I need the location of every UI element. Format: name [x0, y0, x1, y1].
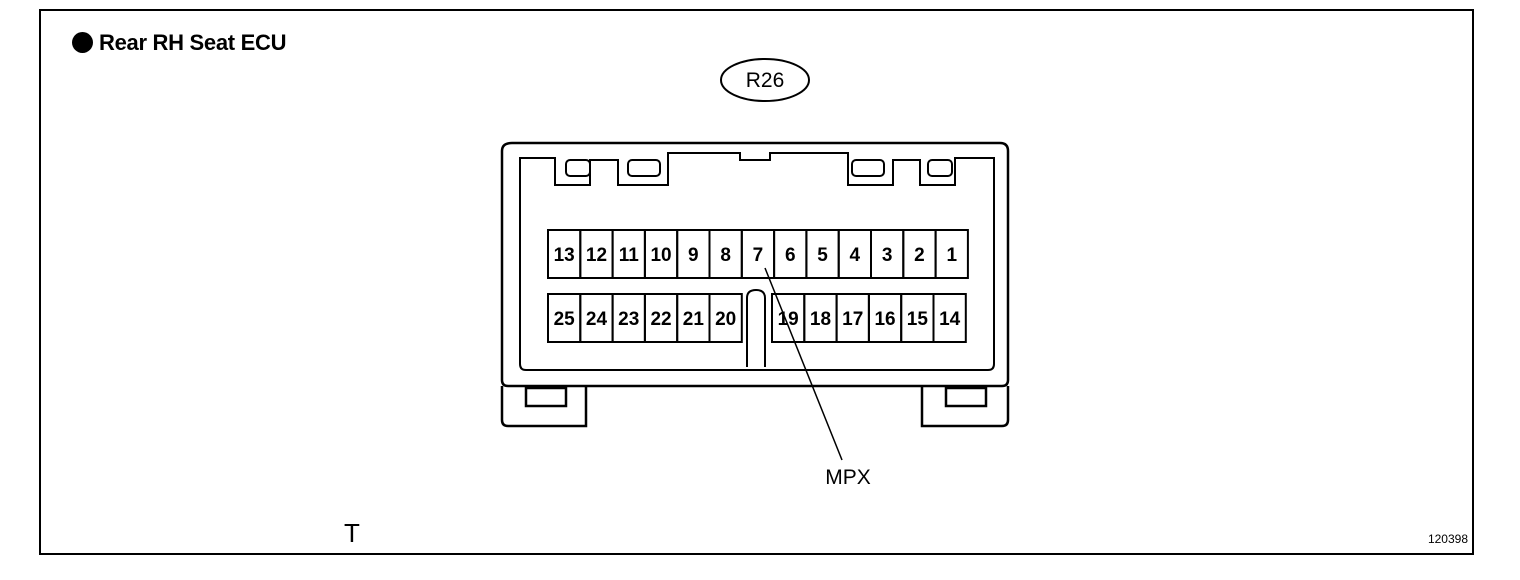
- connector-code-ellipse: [720, 58, 810, 102]
- pin-label-21: 21: [683, 309, 705, 330]
- pin-cavity-14: [932, 293, 967, 343]
- center-key: [746, 288, 766, 367]
- pin-label-6: 6: [785, 245, 796, 266]
- corner-mark: T: [344, 518, 360, 548]
- title-text: Rear RH Seat ECU: [99, 30, 287, 55]
- pin-label-20: 20: [715, 309, 736, 330]
- connector-housing: [500, 141, 1010, 428]
- pin-label-10: 10: [650, 245, 671, 266]
- pin-label-3: 3: [882, 245, 893, 266]
- pin-label-13: 13: [554, 245, 575, 266]
- pin-label-8: 8: [720, 245, 731, 266]
- housing-foot-right: [920, 386, 1010, 428]
- pin-label-22: 22: [650, 309, 671, 330]
- housing-inner: [519, 152, 995, 371]
- figure-id: 120398: [1428, 532, 1468, 546]
- latch-slot-2: [627, 159, 661, 177]
- pin-label-9: 9: [688, 245, 699, 266]
- pin-label-18: 18: [810, 309, 831, 330]
- callout-label: MPX: [825, 466, 871, 489]
- latch-slot-3: [851, 159, 885, 177]
- diagram-title: Rear RH Seat ECU: [72, 30, 286, 56]
- diagram-frame: [39, 9, 1474, 555]
- pin-label-24: 24: [586, 309, 608, 330]
- foot-slot-right: [944, 386, 988, 408]
- pin-label-16: 16: [874, 309, 895, 330]
- pin-label-2: 2: [914, 245, 925, 266]
- pin-label-25: 25: [554, 309, 576, 330]
- pin-label-5: 5: [817, 245, 828, 266]
- connector-code-text: R26: [746, 69, 785, 92]
- pin-row-bottom-left: 25 24 23 22 21 20: [547, 293, 743, 343]
- pin-label-12: 12: [586, 245, 607, 266]
- latch-slot-1: [565, 159, 591, 177]
- pin-label-1: 1: [946, 245, 957, 266]
- pin-cavity-20: [708, 293, 743, 343]
- pin-label-17: 17: [842, 309, 863, 330]
- latch-slot-4: [927, 159, 953, 177]
- pin-label-15: 15: [907, 309, 929, 330]
- bullet-icon: [72, 32, 93, 53]
- housing-outer: [500, 141, 1010, 388]
- pin-label-14: 14: [939, 309, 961, 330]
- foot-slot-left: [524, 386, 568, 408]
- housing-foot-left: [500, 386, 588, 428]
- connector-code-badge: R26: [720, 58, 810, 102]
- pin-label-4: 4: [850, 245, 861, 266]
- pin-cavity-1: [934, 229, 969, 279]
- pin-label-23: 23: [618, 309, 639, 330]
- pin-label-11: 11: [619, 245, 640, 266]
- pin-label-7: 7: [753, 245, 764, 266]
- callout-leader-line: [764, 267, 843, 461]
